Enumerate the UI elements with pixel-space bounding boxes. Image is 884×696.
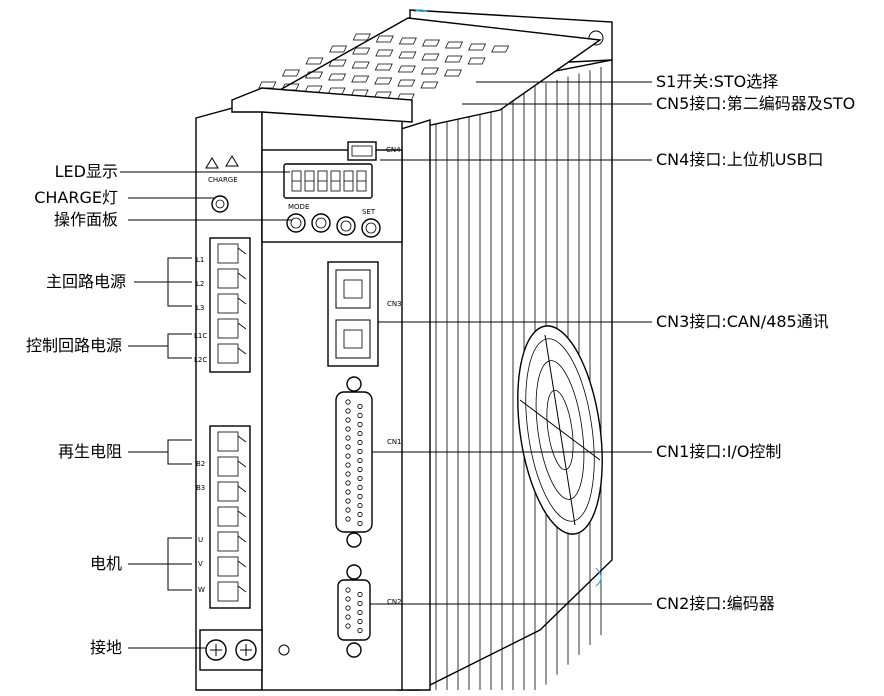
label-cn5: CN5接口:第二编码器及STO	[656, 94, 856, 113]
terminal-block-power	[209, 237, 251, 373]
label-operation-panel: 操作面板	[53, 210, 118, 229]
label-charge-lamp: CHARGE灯	[34, 188, 118, 207]
top-lip	[231, 87, 413, 123]
cn2-mark: CN2	[387, 598, 402, 606]
cooling-fan	[517, 325, 603, 535]
l2-mark: L2	[196, 280, 204, 288]
label-s1-switch: S1开关:STO选择	[656, 72, 779, 91]
b3-mark: B3	[196, 484, 205, 492]
label-cn3: CN3接口:CAN/485通讯	[656, 312, 829, 331]
label-led-display: LED显示	[54, 162, 118, 181]
charge-mark: CHARGE	[208, 176, 238, 184]
set-button[interactable]	[361, 218, 381, 238]
l1c-mark: L1C	[194, 332, 207, 340]
top-vents	[258, 33, 510, 101]
label-cn1: CN1接口:I/O控制	[656, 442, 782, 461]
l2c-mark: L2C	[194, 356, 207, 364]
cn4-mark: CN4	[386, 146, 401, 154]
cn2-encoder-connector: CN2	[337, 564, 402, 658]
u-mark: U	[198, 536, 203, 544]
terminal-block-motor	[209, 425, 251, 609]
label-cn4: CN4接口:上位机USB口	[656, 150, 824, 169]
b2-mark: B2	[196, 460, 205, 468]
label-motor: 电机	[89, 554, 122, 573]
display-panel: MODE SET CN4	[261, 141, 403, 243]
ground-icon	[278, 644, 290, 656]
label-ground: 接地	[89, 638, 122, 657]
w-mark: W	[198, 586, 205, 594]
cn3-mark: CN3	[387, 300, 402, 308]
label-cn2: CN2接口:编码器	[656, 594, 775, 613]
v-mark: V	[198, 560, 203, 568]
mode-button[interactable]	[286, 213, 306, 233]
label-control-power: 控制回路电源	[25, 336, 122, 355]
cn1-mark: CN1	[387, 438, 402, 446]
down-button[interactable]	[336, 216, 356, 236]
charge-lamp-icon	[211, 195, 229, 213]
label-regen-resistor: 再生电阻	[57, 442, 122, 461]
set-mark: SET	[362, 208, 376, 216]
led-display	[283, 163, 373, 199]
usb-port-cn4	[347, 141, 377, 161]
up-button[interactable]	[311, 213, 331, 233]
cn3-rj45-ports: CN3	[327, 261, 402, 367]
label-main-power: 主回路电源	[45, 272, 126, 291]
l3-mark: L3	[196, 304, 204, 312]
warning-icon	[205, 155, 239, 169]
heatsink-housing	[407, 9, 613, 691]
leader-lines	[120, 81, 652, 649]
mode-mark: MODE	[288, 203, 309, 211]
cn1-io-connector: CN1	[335, 376, 402, 548]
l1-mark: L1	[196, 256, 204, 264]
ground-terminal	[199, 629, 290, 671]
